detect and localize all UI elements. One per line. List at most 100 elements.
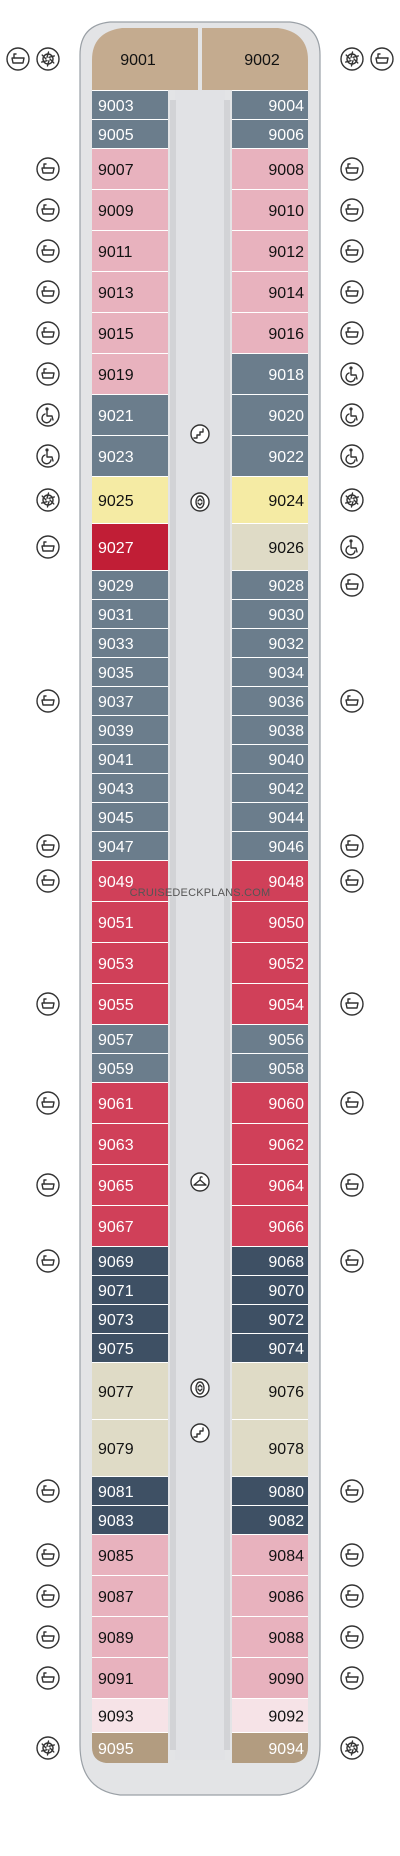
- cabin-9071[interactable]: 9071: [92, 1276, 168, 1304]
- cabin-9010[interactable]: 9010: [232, 190, 308, 230]
- cabin-9033[interactable]: 9033: [92, 629, 168, 657]
- cabin-9059[interactable]: 9059: [92, 1054, 168, 1082]
- cabin-9030[interactable]: 9030: [232, 600, 308, 628]
- cabin-9013[interactable]: 9013: [92, 272, 168, 312]
- cabin-9047[interactable]: 9047: [92, 832, 168, 860]
- cabin-9031[interactable]: 9031: [92, 600, 168, 628]
- cabin-9015[interactable]: 9015: [92, 313, 168, 353]
- cabin-9022[interactable]: 9022: [232, 436, 308, 476]
- cabin-9044[interactable]: 9044: [232, 803, 308, 831]
- cabin-9090[interactable]: 9090: [232, 1658, 308, 1698]
- cabin-9011[interactable]: 9011: [92, 231, 168, 271]
- cabin-9048[interactable]: 9048: [232, 861, 308, 901]
- cabin-9095[interactable]: 9095: [92, 1733, 168, 1763]
- cabin-9063[interactable]: 9063: [92, 1124, 168, 1164]
- cabin-9028[interactable]: 9028: [232, 571, 308, 599]
- cabin-9085[interactable]: 9085: [92, 1535, 168, 1575]
- cabin-9073[interactable]: 9073: [92, 1305, 168, 1333]
- cabin-9032[interactable]: 9032: [232, 629, 308, 657]
- cabin-9088[interactable]: 9088: [232, 1617, 308, 1657]
- cabin-9034[interactable]: 9034: [232, 658, 308, 686]
- cabin-9049[interactable]: 9049: [92, 861, 168, 901]
- cabin-9012[interactable]: 9012: [232, 231, 308, 271]
- cabin-9006[interactable]: 9006: [232, 120, 308, 148]
- cabin-9004[interactable]: 9004: [232, 91, 308, 119]
- cabin-9076[interactable]: 9076: [232, 1363, 308, 1419]
- cabin-9094[interactable]: 9094: [232, 1733, 308, 1763]
- cabin-9024[interactable]: 9024: [232, 477, 308, 523]
- cabin-9023[interactable]: 9023: [92, 436, 168, 476]
- cabin-9037[interactable]: 9037: [92, 687, 168, 715]
- cabin-9020[interactable]: 9020: [232, 395, 308, 435]
- cabin-9054[interactable]: 9054: [232, 984, 308, 1024]
- cabin-9081[interactable]: 9081: [92, 1477, 168, 1505]
- cabin-9050[interactable]: 9050: [232, 902, 308, 942]
- cabin-9057[interactable]: 9057: [92, 1025, 168, 1053]
- cabin-9038[interactable]: 9038: [232, 716, 308, 744]
- cabin-9080[interactable]: 9080: [232, 1477, 308, 1505]
- cabin-9036[interactable]: 9036: [232, 687, 308, 715]
- cabin-9051[interactable]: 9051: [92, 902, 168, 942]
- cabin-9027[interactable]: 9027: [92, 524, 168, 570]
- cabin-number: 9059: [98, 1061, 134, 1078]
- cabin-9053[interactable]: 9053: [92, 943, 168, 983]
- cabin-9035[interactable]: 9035: [92, 658, 168, 686]
- cabin-9055[interactable]: 9055: [92, 984, 168, 1024]
- cabin-9029[interactable]: 9029: [92, 571, 168, 599]
- cabin-9001[interactable]: 9001: [92, 28, 198, 90]
- cabin-number: 9064: [268, 1178, 304, 1195]
- cabin-9083[interactable]: 9083: [92, 1506, 168, 1534]
- cabin-9065[interactable]: 9065: [92, 1165, 168, 1205]
- cabin-9014[interactable]: 9014: [232, 272, 308, 312]
- cabin-9064[interactable]: 9064: [232, 1165, 308, 1205]
- cabin-9008[interactable]: 9008: [232, 149, 308, 189]
- cabin-9093[interactable]: 9093: [92, 1699, 168, 1732]
- cabin-9077[interactable]: 9077: [92, 1363, 168, 1419]
- cabin-9089[interactable]: 9089: [92, 1617, 168, 1657]
- cabin-shape: [92, 231, 168, 271]
- cabin-9070[interactable]: 9070: [232, 1276, 308, 1304]
- cabin-9007[interactable]: 9007: [92, 149, 168, 189]
- cabin-9058[interactable]: 9058: [232, 1054, 308, 1082]
- cabin-9040[interactable]: 9040: [232, 745, 308, 773]
- cabin-number: 9040: [268, 752, 304, 769]
- cabin-9052[interactable]: 9052: [232, 943, 308, 983]
- cabin-9002[interactable]: 9002: [202, 28, 308, 90]
- cabin-9087[interactable]: 9087: [92, 1576, 168, 1616]
- cabin-9078[interactable]: 9078: [232, 1420, 308, 1476]
- cabin-9019[interactable]: 9019: [92, 354, 168, 394]
- cabin-9069[interactable]: 9069: [92, 1247, 168, 1275]
- cabin-9021[interactable]: 9021: [92, 395, 168, 435]
- cabin-9045[interactable]: 9045: [92, 803, 168, 831]
- cabin-9067[interactable]: 9067: [92, 1206, 168, 1246]
- cabin-9086[interactable]: 9086: [232, 1576, 308, 1616]
- cabin-9072[interactable]: 9072: [232, 1305, 308, 1333]
- cabin-9046[interactable]: 9046: [232, 832, 308, 860]
- cabin-9061[interactable]: 9061: [92, 1083, 168, 1123]
- cabin-9079[interactable]: 9079: [92, 1420, 168, 1476]
- cabin-9091[interactable]: 9091: [92, 1658, 168, 1698]
- cabin-9043[interactable]: 9043: [92, 774, 168, 802]
- cabin-9062[interactable]: 9062: [232, 1124, 308, 1164]
- cabin-9068[interactable]: 9068: [232, 1247, 308, 1275]
- cabin-9084[interactable]: 9084: [232, 1535, 308, 1575]
- cabin-9074[interactable]: 9074: [232, 1334, 308, 1362]
- cabin-9060[interactable]: 9060: [232, 1083, 308, 1123]
- cabin-9042[interactable]: 9042: [232, 774, 308, 802]
- cabin-9003[interactable]: 9003: [92, 91, 168, 119]
- cabin-9025[interactable]: 9025: [92, 477, 168, 523]
- cabin-9005[interactable]: 9005: [92, 120, 168, 148]
- cabin-number: 9061: [98, 1096, 134, 1113]
- cabin-9039[interactable]: 9039: [92, 716, 168, 744]
- cabin-9066[interactable]: 9066: [232, 1206, 308, 1246]
- cabin-9092[interactable]: 9092: [232, 1699, 308, 1732]
- cabin-9016[interactable]: 9016: [232, 313, 308, 353]
- cabin-9009[interactable]: 9009: [92, 190, 168, 230]
- cabin-9018[interactable]: 9018: [232, 354, 308, 394]
- cabin-number: 9021: [98, 408, 134, 425]
- cabin-9056[interactable]: 9056: [232, 1025, 308, 1053]
- cabin-9075[interactable]: 9075: [92, 1334, 168, 1362]
- cabin-9082[interactable]: 9082: [232, 1506, 308, 1534]
- cabin-9041[interactable]: 9041: [92, 745, 168, 773]
- cabin-9026[interactable]: 9026: [232, 524, 308, 570]
